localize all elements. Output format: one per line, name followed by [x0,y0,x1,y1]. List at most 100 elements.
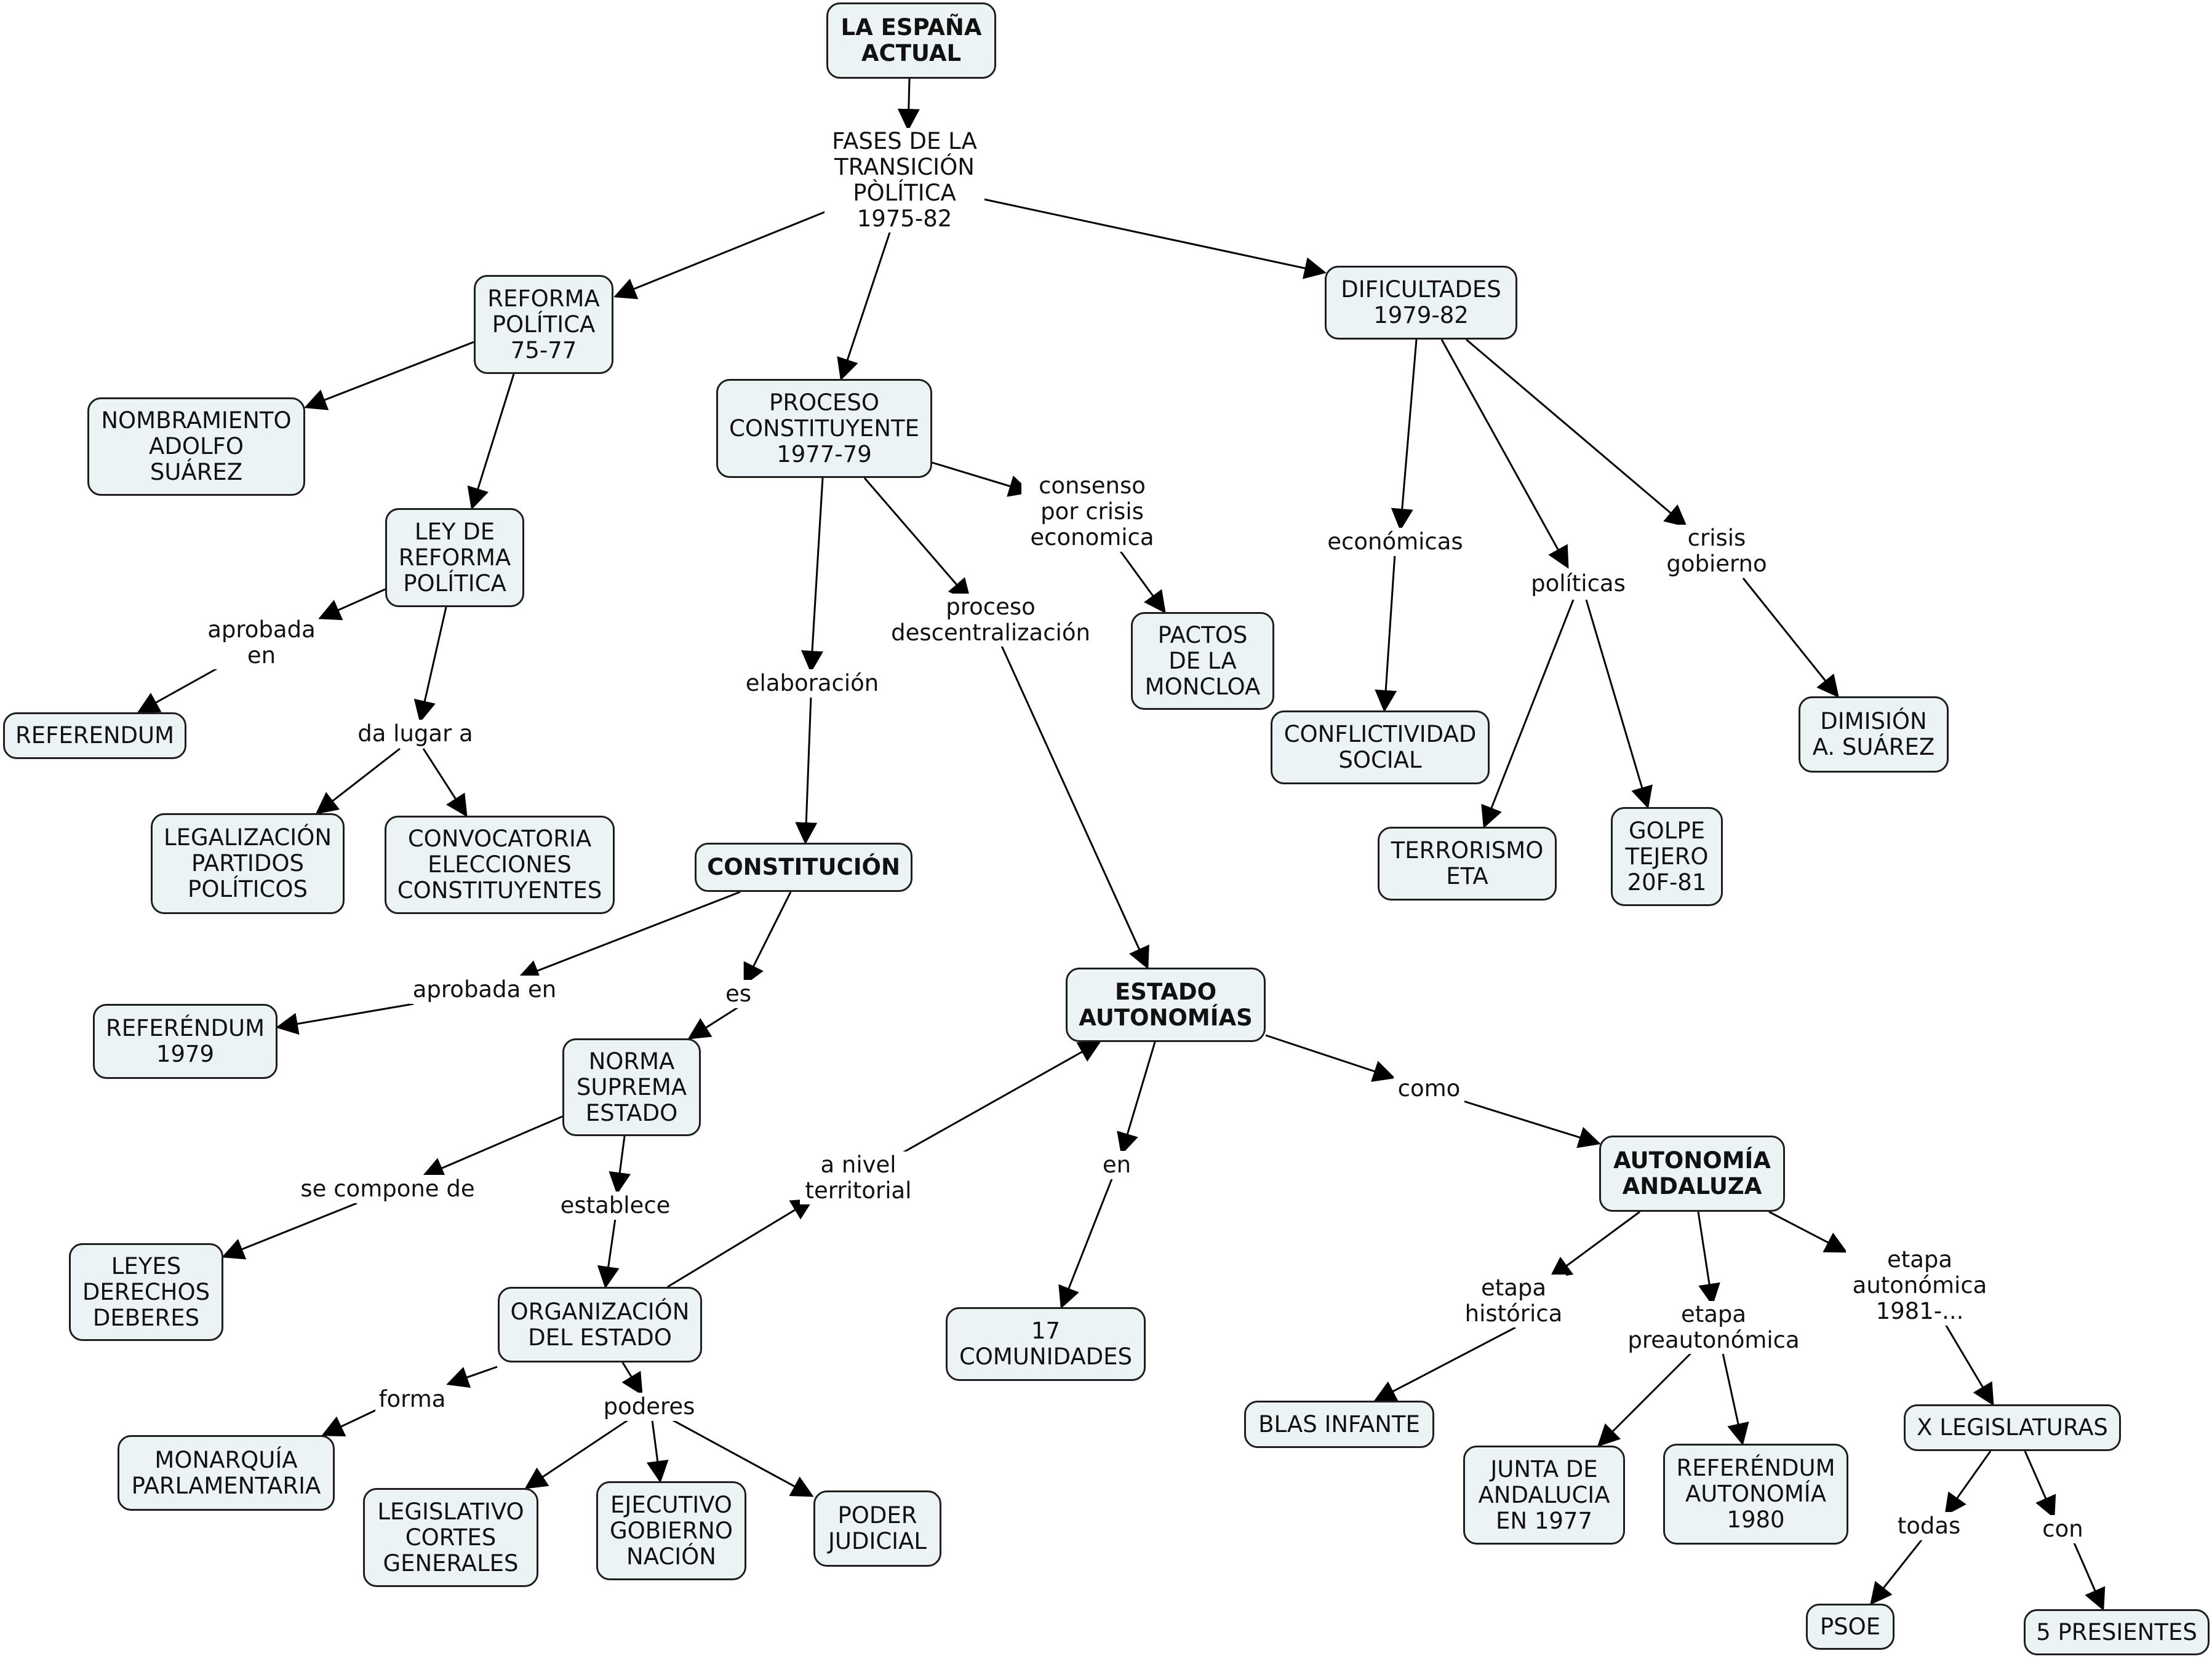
link-politicas: políticas [1526,570,1631,598]
node-leyes-derechos-deberes[interactable]: LEYES DERECHOS DEBERES [69,1243,223,1341]
node-organizacion-del-estado[interactable]: ORGANIZACIÓN DEL ESTADO [498,1287,702,1363]
node-estado-autonomias[interactable]: ESTADO AUTONOMÍAS [1066,968,1266,1042]
link-elaboracion: elaboración [738,669,886,698]
connector-arrow [1481,599,1575,829]
connector-arrow [1742,578,1839,698]
node-legalizacion-partidos-politicos[interactable]: LEGALIZACIÓN PARTIDOS POLÍTICOS [151,813,345,914]
connector-arrow [932,461,1031,497]
connector-arrow [1466,338,1688,527]
connector-arrow [524,1418,630,1489]
node-conflictividad-social[interactable]: CONFLICTIVIDAD SOCIAL [1271,710,1490,784]
connector-arrow [467,373,515,510]
connector-arrow [687,1005,740,1040]
connector-arrow [1391,339,1418,531]
node-referendum-1979[interactable]: REFERÉNDUM 1979 [93,1004,277,1079]
node-junta-de-andalucia-1977[interactable]: JUNTA DE ANDALUCIA EN 1977 [1463,1446,1625,1545]
connector-arrow [646,1420,669,1483]
link-etapa-historica: etapa histórica [1461,1275,1566,1327]
connector-arrow [517,891,741,981]
connector-arrow [2072,1541,2106,1611]
link-economicas: económicas [1323,528,1467,556]
connector-arrow [1375,553,1397,712]
node-pactos-de-la-moncloa[interactable]: PACTOS DE LA MONCLOA [1131,612,1274,710]
node-ley-de-reforma-politica[interactable]: LEY DE REFORMA POLÍTICA [385,508,524,607]
link-consenso-por-crisis-economica: consenso por crisis economica [1021,472,1163,552]
connector-arrow [1440,339,1569,569]
connector-arrow [421,1115,563,1179]
link-es: es [720,980,757,1008]
connector-arrow [1585,599,1653,809]
connector-arrow [1000,644,1149,969]
connector-arrow [1943,1322,1994,1406]
connector-arrow [837,228,892,381]
connector-arrow [667,1198,814,1288]
node-convocatoria-elecciones-constituyentes[interactable]: CONVOCATORIA ELECCIONES CONSTITUYENTES [385,816,615,914]
link-a-nivel-territorial: a nivel territorial [800,1152,917,1204]
node-referendum[interactable]: REFERENDUM [3,712,186,759]
node-monarquia-parlamentaria[interactable]: MONARQUÍA PARLAMENTARIA [118,1435,335,1511]
node-la-espana-actual[interactable]: LA ESPAÑA ACTUAL [826,2,996,79]
connector-arrow [422,748,468,818]
node-constitucion[interactable]: CONSTITUCIÓN [695,843,912,892]
connector-arrow [413,607,447,723]
node-golpe-tejero[interactable]: GOLPE TEJERO 20F-81 [1611,807,1723,906]
link-crisis-gobierno: crisis gobierno [1664,525,1769,578]
connector-arrow [1697,1211,1720,1306]
node-terrorismo-eta[interactable]: TERRORISMO ETA [1378,827,1557,901]
link-todas: todas [1892,1512,1966,1540]
connector-arrow [318,588,386,621]
node-17-comunidades[interactable]: 17 COMUNIDADES [946,1307,1146,1381]
node-5-presientes[interactable]: 5 PRESIENTES [2024,1609,2210,1655]
link-se-compone-de: se compone de [295,1175,480,1203]
connector-arrow [1722,1353,1749,1446]
node-dimision-a-suarez[interactable]: DIMISIÓN A. SUÁREZ [1799,696,1949,773]
node-psoe[interactable]: PSOE [1806,1604,1895,1650]
node-ejecutivo-gobierno-nacion[interactable]: EJECUTIVO GOBIERNO NACIÓN [596,1481,746,1580]
connector-arrow [1944,1450,1992,1516]
connector-arrow [1117,548,1166,614]
connector-arrow [801,477,824,673]
node-autonomia-andaluza[interactable]: AUTONOMÍA ANDALUZA [1599,1136,1785,1212]
connector-arrow [597,1218,620,1289]
node-dificultades[interactable]: DIFICULTADES 1979-82 [1325,266,1517,340]
connector-arrow [621,1362,643,1396]
link-etapa-preautonomica: etapa preautonómica [1624,1301,1803,1354]
connector-arrow [1265,1034,1395,1082]
link-aprobada-en-2: aprobada en [409,976,560,1004]
connector-arrow [863,477,971,602]
connector-arrow [743,891,792,986]
connector-arrow [1373,1326,1516,1402]
connector-arrow [613,208,832,300]
connector-arrow [321,1407,380,1437]
node-legislativo-cortes-generales[interactable]: LEGISLATIVO CORTES GENERALES [363,1488,538,1587]
link-fases-de-la-transicion: FASES DE LA TRANSICIÓN PÒLÍTICA 1975-82 [825,128,984,233]
connector-arrow [2024,1450,2056,1519]
node-x-legislaturas[interactable]: X LEGISLATURAS [1904,1404,2121,1451]
connector-lines [137,78,2106,1611]
link-con: con [2037,1515,2089,1543]
connector-arrow [1768,1211,1848,1253]
link-como: como [1394,1075,1464,1103]
connector-arrow [670,1418,814,1497]
link-aprobada-en: aprobada en [206,616,317,669]
connector-arrow [609,1136,631,1195]
link-forma: forma [375,1385,449,1414]
connector-arrow [446,1366,498,1388]
connector-arrow [978,197,1327,279]
node-reforma-politica[interactable]: REFORMA POLÍTICA 75-77 [474,275,613,374]
link-etapa-autonomica-1981: etapa autonómica 1981-... [1846,1246,1994,1326]
node-poder-judicial[interactable]: PODER JUDICIAL [813,1490,941,1567]
node-norma-suprema-estado[interactable]: NORMA SUPREMA ESTADO [562,1038,701,1136]
link-poderes: poderes [600,1393,698,1421]
connector-arrow [315,747,401,814]
node-proceso-constituyente[interactable]: PROCESO CONSTITUYENTE 1977-79 [716,379,932,478]
connector-arrow [137,666,220,714]
connector-arrow [1549,1211,1640,1279]
node-blas-infante[interactable]: BLAS INFANTE [1244,1401,1434,1448]
connector-arrow [1117,1041,1156,1155]
node-nombramiento-adolfo-suarez[interactable]: NOMBRAMIENTO ADOLFO SUÁREZ [87,397,305,496]
link-proceso-descentralizacion: proceso descentralización [886,594,1095,646]
link-establece: establece [557,1192,674,1220]
node-referendum-autonomia-1980[interactable]: REFERÉNDUM AUTONOMÍA 1980 [1663,1444,1848,1545]
